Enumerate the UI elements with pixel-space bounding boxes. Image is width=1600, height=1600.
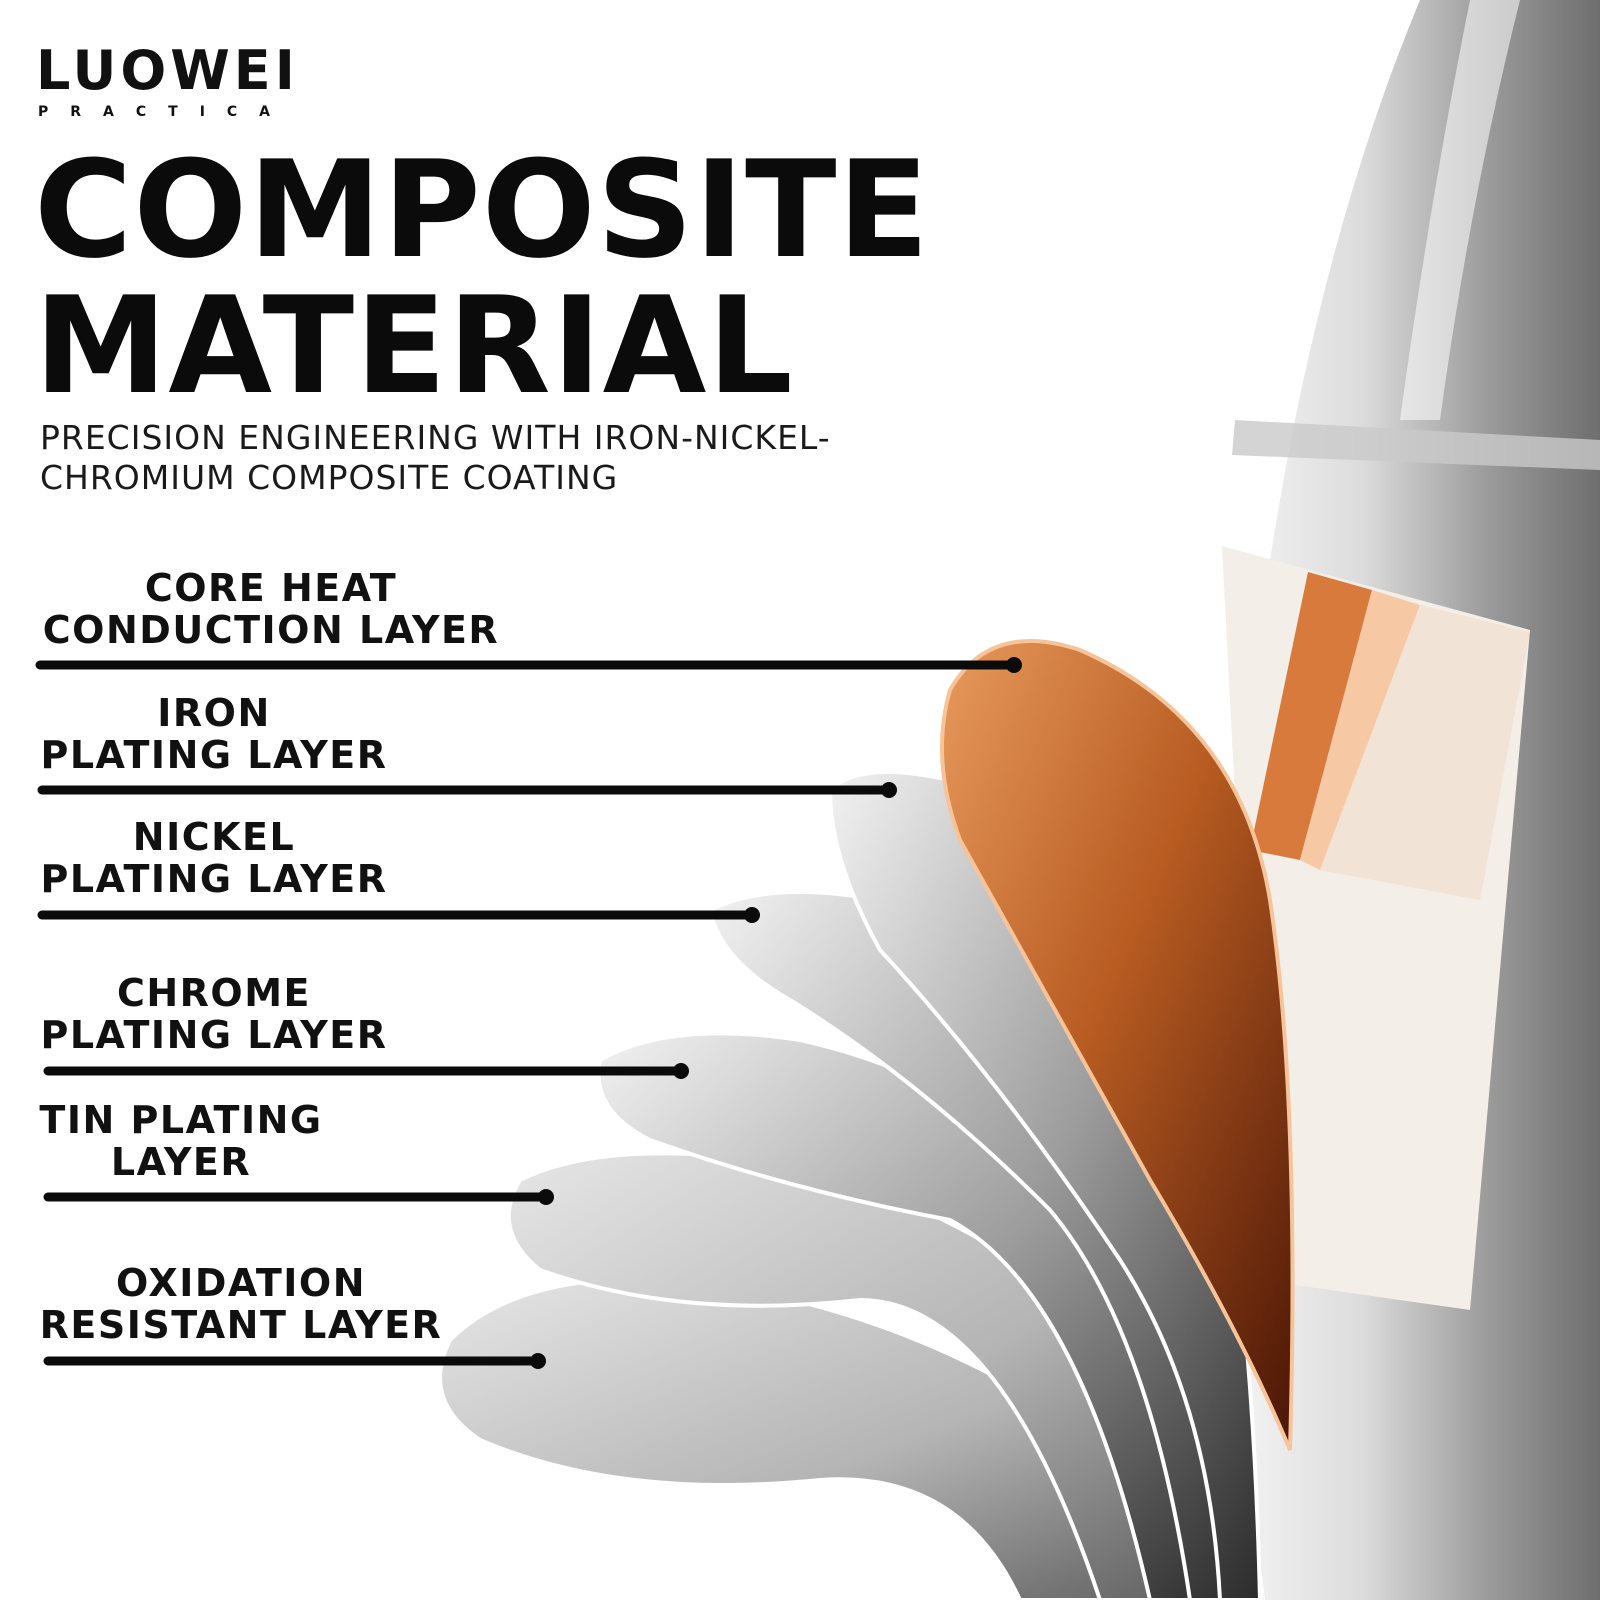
label-tin-layer: TIN PLATING LAYER: [36, 1099, 326, 1183]
leader-dot-iron: [881, 782, 897, 798]
label-oxidation-line2: RESISTANT LAYER: [39, 1303, 443, 1347]
leader-dot-tin: [538, 1189, 554, 1205]
title-line-2: MATERIAL: [34, 268, 794, 424]
label-chrome-line1: CHROME: [116, 971, 312, 1015]
label-oxidation-line1: OXIDATION: [115, 1261, 367, 1305]
label-nickel-line1: NICKEL: [132, 815, 296, 859]
label-chrome-layer: CHROME PLATING LAYER: [36, 972, 392, 1056]
label-iron-line2: PLATING LAYER: [40, 733, 388, 777]
label-iron-line1: IRON: [157, 691, 271, 735]
label-core-line2: CONDUCTION LAYER: [42, 608, 500, 652]
logo-wordmark: LUOWEI: [36, 39, 299, 102]
label-core-layer: CORE HEAT CONDUCTION LAYER: [36, 567, 506, 651]
leader-dot-core: [1006, 657, 1022, 673]
logo-tagline: PRACTICA: [38, 104, 293, 120]
label-nickel-line2: PLATING LAYER: [40, 857, 388, 901]
title-line-1: COMPOSITE: [34, 132, 931, 288]
label-core-line1: CORE HEAT: [144, 566, 398, 610]
brand-logo: LUOWEI PRACTICA: [36, 39, 299, 121]
label-nickel-layer: NICKEL PLATING LAYER: [36, 816, 392, 900]
label-oxidation-layer: OXIDATION RESISTANT LAYER: [36, 1262, 446, 1346]
label-tin-line1: TIN PLATING: [39, 1098, 323, 1142]
page-subtitle: PRECISION ENGINEERING WITH IRON-NICKEL-C…: [40, 418, 831, 497]
label-tin-line2: LAYER: [110, 1140, 252, 1184]
layer-leaf-core: [940, 639, 1295, 1451]
label-iron-layer: IRON PLATING LAYER: [36, 692, 392, 776]
leader-dot-chrome: [673, 1063, 689, 1079]
leader-lines: [35, 657, 1022, 1369]
leader-dot-oxidation: [530, 1353, 546, 1369]
cutaway-section: [1222, 546, 1530, 1310]
page-title: COMPOSITE MATERIAL: [34, 142, 930, 414]
label-chrome-line2: PLATING LAYER: [40, 1013, 388, 1057]
leader-dot-nickel: [744, 907, 760, 923]
